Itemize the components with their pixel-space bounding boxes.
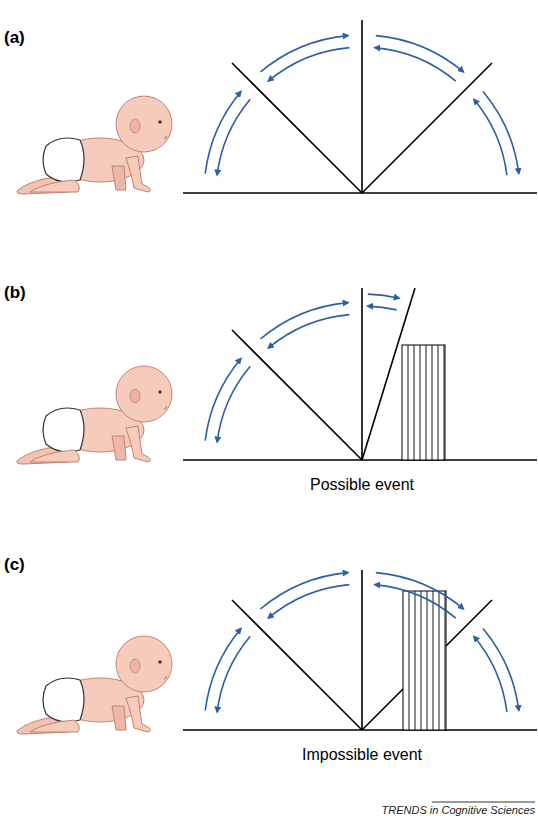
motion-arrow [483,91,519,173]
panel-label: (b) [4,283,26,303]
motion-arrow [268,585,349,619]
motion-arrow [260,303,348,339]
motion-arrow [367,306,396,310]
event-label: Impossible event [302,746,422,764]
motion-arrow [205,91,241,173]
source-credit: TRENDS in Cognitive Sciences [382,804,535,816]
motion-arrow [376,36,464,72]
motion-arrow [376,573,464,609]
motion-arrow [268,315,349,349]
motion-arrow [474,636,507,712]
panel-label: (c) [4,555,25,575]
motion-arrow [260,573,348,609]
motion-arrow [205,628,241,710]
motion-arrow [260,36,348,72]
motion-arrow [217,99,250,175]
motion-arrow [474,99,507,175]
motion-arrow [368,294,400,298]
event-label: Possible event [310,476,414,494]
motion-arrow [217,636,250,712]
panel-label: (a) [4,28,25,48]
motion-arrow [483,628,519,710]
motion-arrow [205,358,241,440]
motion-arrow [375,585,456,619]
motion-arrow [217,366,250,442]
motion-arrow [375,48,456,82]
motion-arrow [268,48,349,82]
